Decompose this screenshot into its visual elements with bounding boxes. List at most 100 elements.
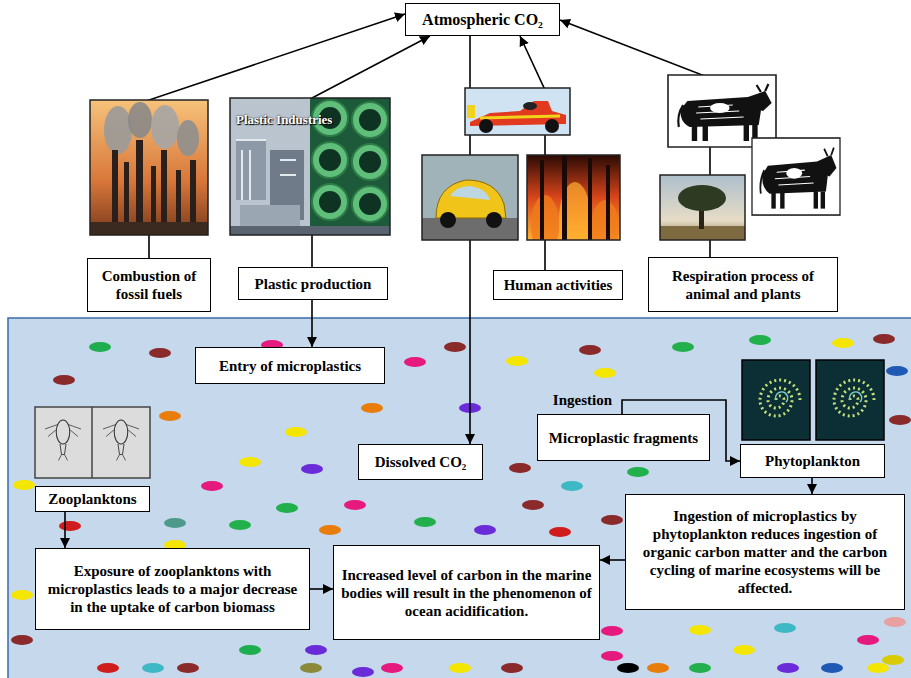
microplastic-dot [381,663,403,673]
microplastic-dot [305,645,327,655]
arrow-connector [811,478,813,494]
microplastic-dot [276,503,298,513]
microplastic-dot [733,645,755,655]
microplastic-dot [201,481,223,491]
arrow-connector [520,36,545,270]
factory-picture [190,160,196,235]
microplastic-dot [301,464,323,474]
forest-fire-picture [527,155,620,240]
microplastic-dots [11,334,911,677]
zooplankton-picture [45,420,81,461]
small-car-picture [440,212,456,228]
factory-picture [176,170,181,235]
ocean-region [8,318,911,678]
source-box: Plastic production [238,267,388,300]
forest-fire-picture [562,155,567,240]
microplastic-dot [561,481,583,491]
plastic-industry-picture [236,140,266,200]
microplastic-dot [352,667,374,677]
race-car-picture [470,101,566,126]
microplastic-dot [474,525,496,535]
tree-picture [660,175,745,240]
microplastic-dot [414,517,436,527]
arrow-connector [311,300,313,347]
microplastic-dot [13,480,35,490]
arrow-connector [469,36,471,444]
microplastic-dot [159,411,181,421]
plastic-industry-picture [236,140,296,200]
plastic-industry-picture [230,98,390,235]
microplastic-dot [821,663,843,673]
arrow-connector [64,512,66,548]
plastic-industry-picture [312,142,348,178]
plastic-industry-picture [352,102,388,138]
box-text: Microplastic fragments [549,429,698,447]
microplastic-dot [601,626,623,636]
microplastic-dot [594,368,616,378]
microplastic-dot [89,342,111,352]
race-car-picture [545,119,559,133]
microplastic-dot [449,663,471,673]
microplastic-dot [867,663,889,673]
box-text: Plastic production [255,275,372,293]
plastic-industry-picture [352,186,388,222]
microplastic-dot [501,663,523,673]
phytoplankton-picture [816,360,884,440]
cow-picture [668,75,776,147]
box-text: Zooplanktons [48,490,136,508]
microplastic-dot [149,348,171,358]
factory-picture [90,222,208,235]
title-box: Atmospheric CO₂ [405,3,560,36]
race-car-picture [467,105,475,118]
plastic-industry-picture [230,98,390,235]
phytoplankton-picture [742,360,884,440]
microplastic-dot [647,663,669,673]
microplastic-dot [229,520,251,530]
plastic-industry-picture [312,184,348,220]
box-text: Respiration process of animal and plants [655,267,831,303]
factory-picture [128,102,152,138]
box-text: Increased level of carbon in the marine … [340,566,593,620]
forest-fire-picture [527,155,620,240]
factory-picture [104,106,132,154]
microplastic-dot [361,403,383,413]
forest-fire-picture [540,160,544,240]
microplastic-dot [177,663,199,673]
factory-picture [151,105,179,149]
microplastic-dot [404,357,426,367]
microplastic-dot [164,518,186,528]
tree-picture [699,205,704,229]
forest-fire-picture [559,182,591,240]
microplastic-dot [672,342,694,352]
source-box: Human activities [493,270,623,300]
zooplankton-picture [35,407,150,478]
plastic-industry-picture [240,205,300,230]
arrow-connector [310,588,333,590]
box-text: Human activities [504,276,613,294]
microplastic-dot [749,335,771,345]
race-car-picture [465,88,570,135]
race-car-picture [480,116,560,118]
race-car-picture [465,88,570,135]
microplastic-dot [11,590,33,600]
microplastic-dot [53,375,75,385]
microplastic-dot [285,427,307,437]
microplastic-dot [97,663,119,673]
process-box: Dissolved CO₂ [358,444,483,480]
forest-fire-picture [588,158,592,240]
microplastic-dot [344,500,366,510]
box-text: Dissolved CO₂ [375,453,467,471]
zooplankton-picture [35,407,150,478]
effect-box: Exposure of zooplanktons with microplast… [35,548,310,630]
race-car-picture [465,88,570,135]
factory-picture [124,162,129,235]
factory-picture [90,100,208,235]
microplastic-dot [627,467,649,477]
plastic-industry-picture [352,144,388,180]
microplastic-dot [11,635,33,645]
small-car-picture [450,186,490,200]
plastic-industry-picture [359,151,381,173]
microplastic-dot [444,342,466,352]
microplastic-dot [857,635,879,645]
microplastic-dot [882,655,904,665]
